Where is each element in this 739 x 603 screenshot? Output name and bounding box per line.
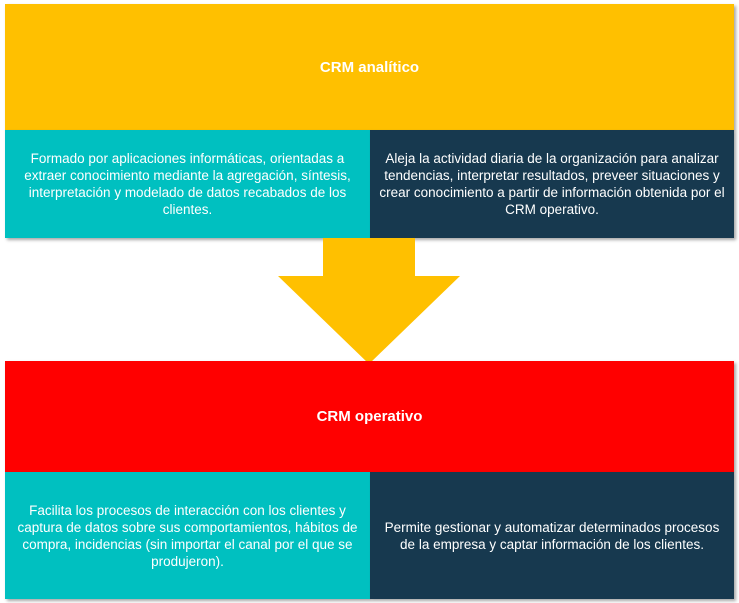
crm-analitico-right-text: Aleja la actividad diaria de la organiza… — [379, 151, 725, 217]
down-arrow — [278, 238, 460, 364]
crm-operativo-left-text: Facilita los procesos de interacción con… — [17, 502, 358, 569]
crm-operativo-purpose: Permite gestionar y automatizar determin… — [370, 472, 734, 599]
crm-analitico-purpose: Aleja la actividad diaria de la organiza… — [370, 130, 734, 238]
crm-analitico-title: CRM analítico — [319, 58, 420, 76]
crm-operativo-right-text: Permite gestionar y automatizar determin… — [384, 519, 720, 552]
crm-analitico-header: CRM analítico — [5, 4, 734, 130]
crm-operativo-header: CRM operativo — [5, 361, 734, 472]
down-arrow-shape — [278, 238, 460, 364]
crm-analitico-left-text: Formado por aplicaciones informáticas, o… — [24, 151, 351, 217]
crm-operativo-title: CRM operativo — [316, 408, 423, 425]
crm-analitico-description: Formado por aplicaciones informáticas, o… — [5, 130, 370, 238]
crm-operativo-description: Facilita los procesos de interacción con… — [5, 472, 370, 599]
